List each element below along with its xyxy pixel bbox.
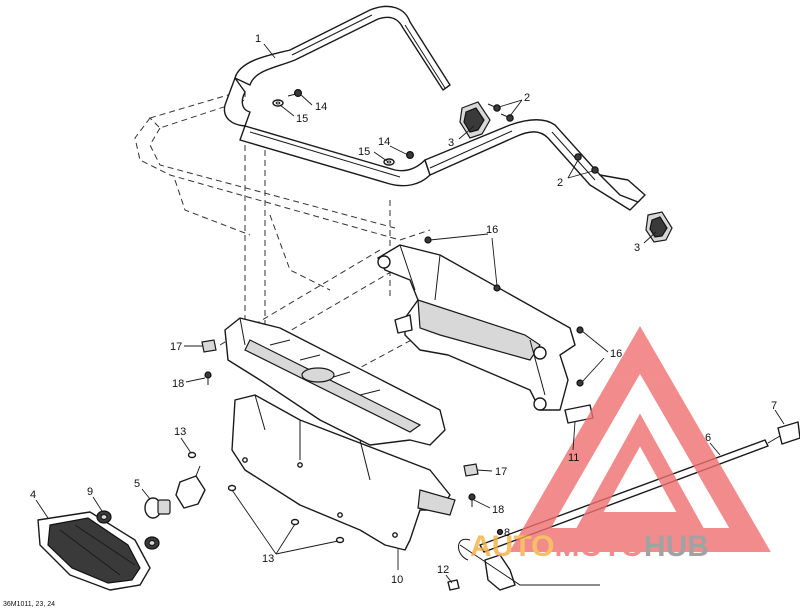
- callout-4: 4: [30, 489, 36, 501]
- callout-6: 6: [705, 432, 711, 444]
- callout-15-left: 15: [296, 113, 308, 125]
- grommet-part-9: [96, 510, 112, 524]
- callout-10: 10: [391, 574, 403, 586]
- lower-panel-part-10: [231, 394, 456, 551]
- part-8: [496, 528, 504, 536]
- clamp-part-3-lower: [645, 211, 673, 243]
- callout-13-lower: 13: [262, 553, 274, 565]
- callout-3-lower: 3: [634, 242, 640, 254]
- callout-15-mid: 15: [358, 146, 370, 158]
- screw-part-12: [447, 579, 460, 591]
- watermark-moto: MOTO: [554, 530, 643, 563]
- grommet-part-13-a: [187, 451, 197, 459]
- screw-part-2-upper-a: [487, 103, 501, 112]
- callout-9: 9: [87, 486, 93, 498]
- screw-part-16-c: [576, 326, 584, 334]
- callout-8: 8: [504, 527, 510, 539]
- screw-part-14-mid: [406, 151, 415, 160]
- callout-2-lower: 2: [557, 177, 563, 189]
- callout-17-right: 17: [495, 466, 507, 478]
- screw-part-2-upper-b: [500, 113, 514, 122]
- callout-18-right: 18: [492, 504, 504, 516]
- callout-7: 7: [771, 400, 777, 412]
- clamp-part-3-upper: [459, 101, 491, 139]
- callout-3-upper: 3: [448, 137, 454, 149]
- callout-12: 12: [437, 564, 449, 576]
- callout-13-upper: 13: [174, 426, 186, 438]
- svg-text:AUTOMOTOHUB: AUTOMOTOHUB: [470, 530, 709, 563]
- watermark-logo: AUTOMOTOHUB: [470, 326, 771, 563]
- washer-part-15-left: [272, 99, 284, 107]
- callout-2-upper: 2: [524, 92, 530, 104]
- grommet-part-13-d: [335, 536, 345, 544]
- bulb-part-5: [144, 497, 171, 519]
- screw-part-14-left: [287, 88, 303, 97]
- callout-labels: 1 2 2 3 3 4 5 6 7 8 9 10 11 12 13 13 14 …: [30, 33, 777, 586]
- callout-5: 5: [134, 478, 140, 490]
- support-bracket: [377, 244, 576, 411]
- callout-1: 1: [255, 33, 261, 45]
- rear-tray: [224, 317, 446, 446]
- clip-part-17-left: [201, 339, 217, 353]
- watermark-auto: AUTO: [470, 530, 554, 563]
- figure-code: 36M1011, 23, 24: [3, 601, 55, 608]
- callout-16-lower: 16: [610, 348, 622, 360]
- callout-16-upper: 16: [486, 224, 498, 236]
- grommet-part-13-c: [290, 518, 300, 526]
- screw-part-18-right: [468, 493, 476, 507]
- callout-14-left: 14: [315, 101, 327, 113]
- callout-17-left: 17: [170, 341, 182, 353]
- tail-lamp-part-4: [37, 511, 151, 591]
- hidden-rack-outline: [134, 89, 431, 401]
- socket: [175, 465, 206, 509]
- connector-part-7: [767, 421, 800, 445]
- rack-handle-part-1: [223, 5, 646, 211]
- screw-part-2-lower-b: [591, 166, 599, 174]
- screw-part-18-left: [204, 371, 212, 385]
- callout-14-mid: 14: [378, 136, 390, 148]
- callout-18-left: 18: [172, 378, 184, 390]
- grommet-lamp-lower: [144, 536, 160, 550]
- callout-11: 11: [568, 452, 579, 464]
- clip-part-17-right: [463, 463, 479, 477]
- screw-part-2-lower-a: [574, 153, 582, 161]
- watermark-hub: HUB: [644, 530, 709, 563]
- screw-part-16-d: [576, 379, 584, 387]
- leader-lines: [35, 43, 785, 584]
- grommet-part-13-b: [227, 484, 237, 492]
